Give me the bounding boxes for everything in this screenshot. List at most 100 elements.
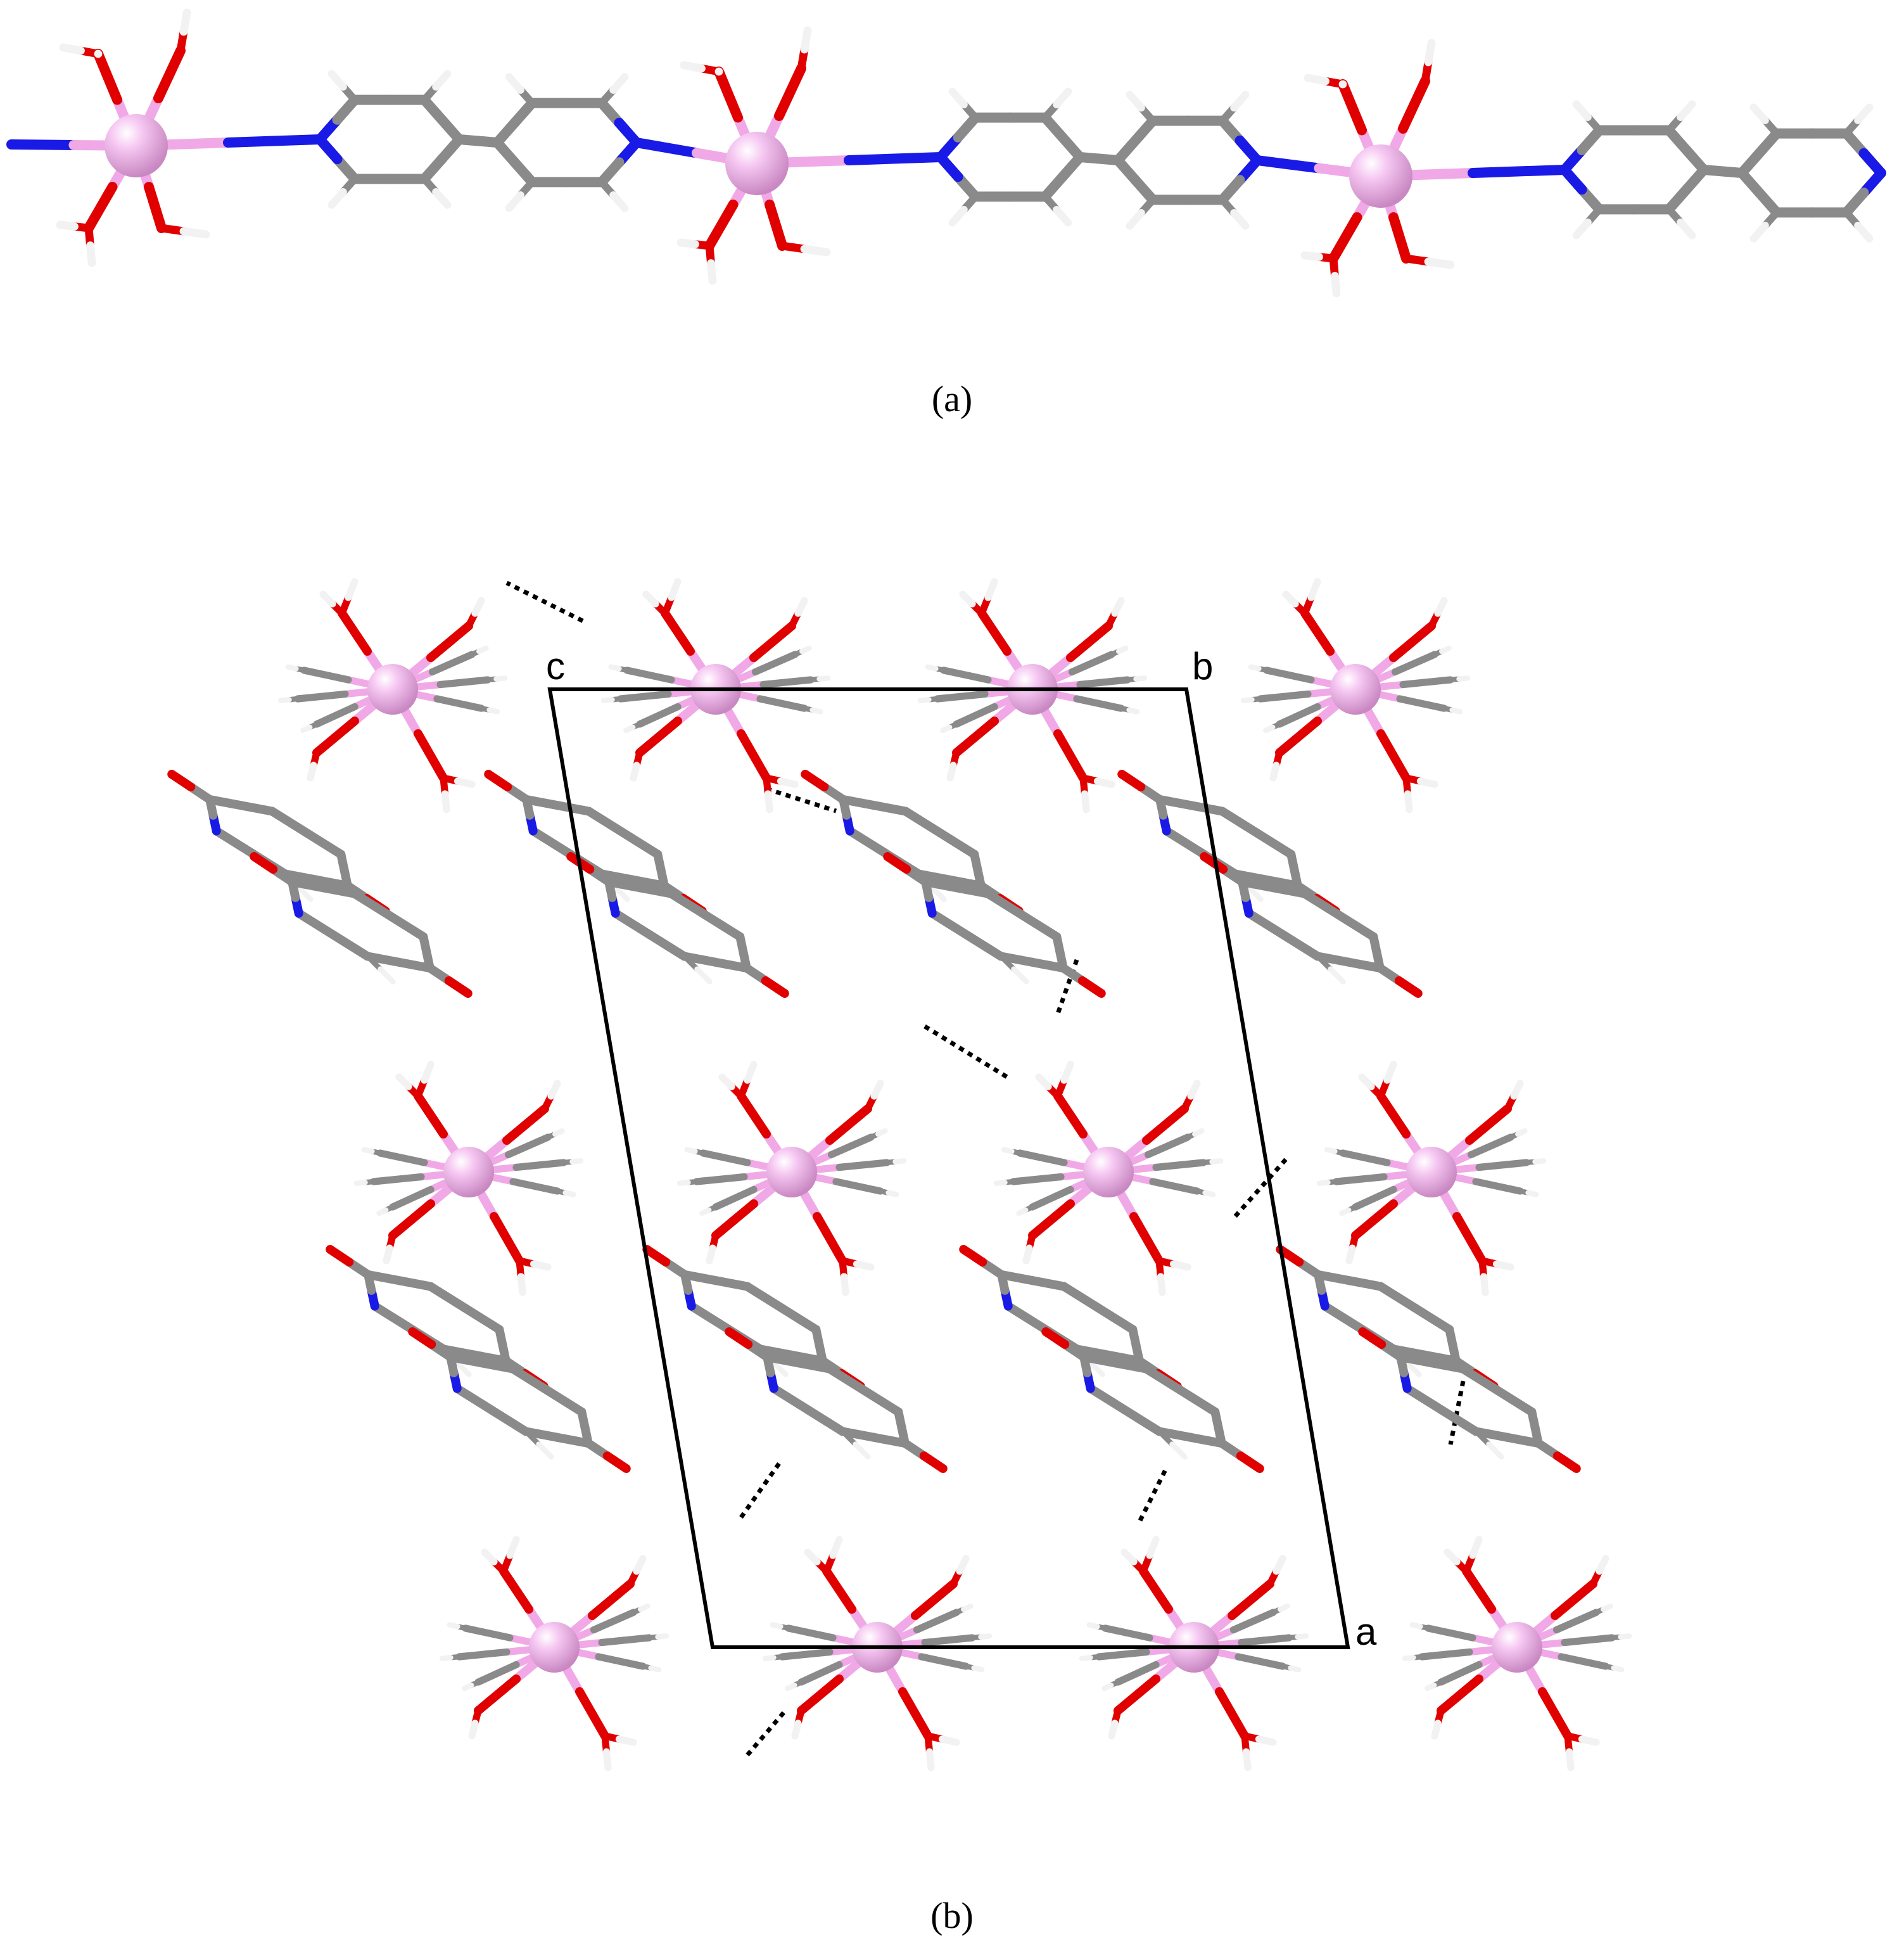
bond [1492,1260,1514,1271]
bond [1169,1260,1191,1271]
bond [1468,165,1570,178]
bond [365,954,383,972]
bond [1275,717,1322,757]
bond [744,1061,758,1084]
bond [1215,1687,1249,1740]
bond [313,703,359,728]
bond [338,609,372,656]
bond [1425,1624,1476,1642]
bond [1486,1441,1504,1460]
panel-a-chain [6,8,1886,298]
bond [6,139,79,150]
bond [505,191,524,212]
bond [1351,1199,1398,1240]
bond [1396,1353,1437,1368]
bond [1418,1648,1473,1661]
bond [1469,1536,1483,1559]
metal-atom [443,1147,494,1197]
bond [1434,597,1448,617]
bond [1035,1073,1052,1090]
bond [300,724,313,734]
bond [499,1567,533,1614]
bond [777,1303,821,1334]
bond [584,807,628,838]
bond [1399,676,1454,689]
bond [898,1687,932,1740]
bond [914,869,955,884]
bond [1282,590,1299,608]
bond [1114,1661,1160,1686]
bond [694,966,713,985]
bond [1358,1327,1387,1349]
bond [635,883,676,898]
bond [1424,257,1455,269]
bond [1076,676,1131,689]
bond [832,1178,884,1195]
bond [455,1648,511,1661]
bond [93,49,122,105]
bond [693,1173,748,1185]
bond [329,930,372,961]
bond [481,1548,498,1566]
bond [623,667,675,684]
bond [1383,1061,1397,1084]
bond [1854,221,1874,243]
bond [1262,875,1302,890]
bond [714,67,743,123]
bond [825,1104,872,1145]
bond [1103,1350,1144,1365]
bond [474,1675,521,1715]
bond [376,1149,428,1166]
bond [1611,1665,1625,1673]
bond [612,884,630,902]
bond [751,651,799,676]
bond [552,1128,565,1137]
bond [608,664,622,672]
bond [676,1180,691,1186]
bond [925,664,939,672]
bond [1230,208,1250,230]
bond [948,205,968,227]
bond [250,852,278,874]
bond [1345,1244,1356,1265]
axis-label-c: c [546,645,565,687]
bond [1551,1579,1597,1620]
bond [484,770,512,792]
bond [983,889,1027,920]
bond [59,43,85,55]
bond [468,1719,479,1740]
bond [542,1386,587,1417]
bond [1424,39,1436,67]
bond [794,597,808,617]
bond [1449,707,1463,715]
bond [636,703,682,728]
bond [609,73,629,94]
bond [631,137,702,158]
bond [439,1344,479,1360]
bond [676,238,699,248]
bond [1331,272,1341,298]
bond [778,1648,834,1661]
bond [598,1634,653,1647]
bond [934,690,989,703]
bond [1288,1665,1302,1673]
bond [454,777,476,788]
bond [945,875,986,890]
bond [998,954,1017,972]
bond [1146,1536,1160,1559]
bond [447,1622,460,1630]
bond [666,889,710,920]
bond [267,807,311,838]
bond [791,1719,802,1740]
bond [869,1432,910,1448]
bond [277,697,292,703]
molecules [167,578,1632,1771]
bond [223,134,325,148]
bond [1144,1133,1191,1159]
bond [1328,212,1362,264]
bond [1229,1609,1277,1634]
bond [1749,221,1769,243]
bond [1398,76,1430,134]
bond [1538,1687,1572,1740]
bond [1307,578,1321,601]
